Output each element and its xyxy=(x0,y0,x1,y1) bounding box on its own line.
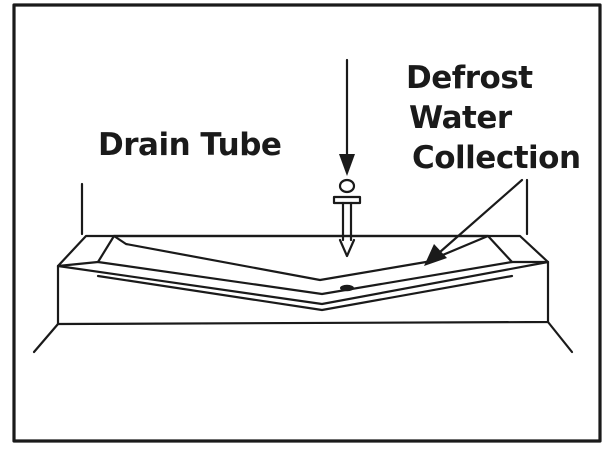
floor-left xyxy=(32,322,60,354)
drain-tube-arrow-head xyxy=(339,154,355,176)
channel-lower-2 xyxy=(96,274,514,312)
defrost-arrow-head xyxy=(424,244,447,266)
collection-channel-top xyxy=(96,260,514,296)
defrost-label-line3: Collection xyxy=(412,140,581,176)
trough-rim xyxy=(96,234,514,264)
defrost-label-line2: Water xyxy=(409,100,513,136)
trough-rim-left-face xyxy=(56,260,100,268)
drain-tube-part xyxy=(332,178,362,258)
channel-lower-1 xyxy=(56,260,550,306)
defrost-label-line1: Defrost xyxy=(406,60,533,96)
drain-hole xyxy=(340,284,354,292)
defrost-arrow-shaft xyxy=(438,178,524,254)
outer-frame xyxy=(12,3,602,443)
collection-channel-inner xyxy=(112,234,490,282)
drain-tube-label: Drain Tube xyxy=(98,127,281,163)
floor-right xyxy=(546,320,574,354)
